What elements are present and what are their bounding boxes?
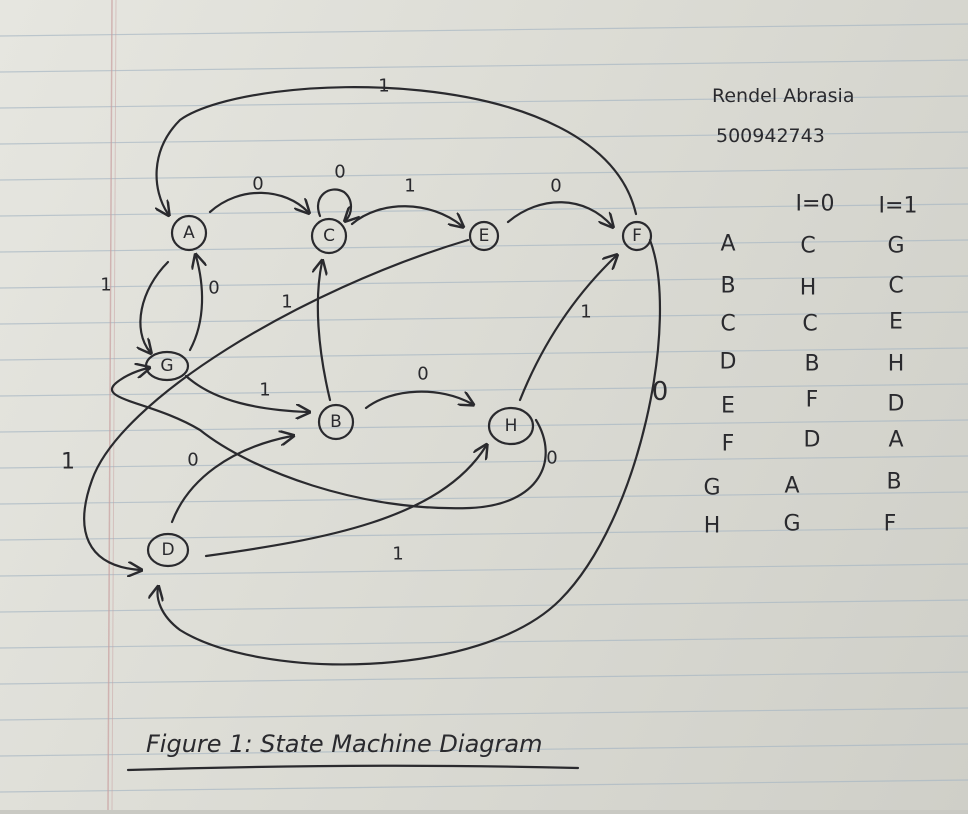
svg-text:B: B [886, 470, 901, 495]
table-row: F D A [722, 428, 904, 457]
edge-d-to-b [170, 436, 292, 524]
edge-g-to-b [184, 374, 308, 412]
svg-text:C: C [888, 274, 903, 299]
svg-text:B: B [720, 274, 735, 299]
label-f-to-d: 0 [652, 377, 669, 407]
state-b: B [317, 403, 355, 441]
label-e-to-d: 1 [61, 450, 75, 475]
svg-text:E: E [721, 394, 735, 419]
state-d: D [146, 532, 190, 568]
svg-text:H: H [888, 352, 905, 377]
label-e-to-f: 0 [550, 176, 561, 197]
svg-text:A: A [784, 474, 799, 499]
edge-d-to-h [204, 446, 486, 558]
author-name: Rendel Abrasia [712, 85, 854, 107]
edge-h-to-f [518, 256, 616, 402]
svg-text:D: D [161, 540, 174, 560]
edge-a-to-g [140, 260, 170, 352]
label-d-to-b: 0 [187, 450, 198, 471]
author-block: Rendel Abrasia 500942743 [712, 85, 854, 147]
table-row: B H C [720, 274, 903, 301]
svg-text:C: C [800, 234, 815, 259]
svg-text:C: C [720, 312, 735, 337]
state-e: E [468, 220, 500, 252]
label-a-to-c: 0 [252, 174, 263, 195]
label-d-to-h: 1 [392, 544, 403, 565]
svg-text:D: D [888, 392, 905, 417]
svg-text:A: A [183, 223, 195, 243]
label-b-to-h: 0 [417, 364, 428, 385]
label-h-to-g: 0 [546, 448, 557, 469]
table-row: D B H [720, 350, 905, 377]
figure-caption: Figure 1: State Machine Diagram [126, 730, 580, 772]
table-row: E F D [721, 388, 904, 419]
svg-text:B: B [330, 412, 342, 432]
edge-e-to-d [83, 238, 470, 570]
table-row: C C E [720, 310, 903, 337]
svg-text:C: C [323, 226, 335, 246]
svg-text:H: H [505, 416, 518, 436]
svg-text:H: H [800, 276, 817, 301]
label-f-to-a: 1 [378, 76, 389, 97]
state-g: G [144, 350, 190, 382]
caption-underline [126, 764, 580, 772]
label-g-to-a: 0 [208, 278, 219, 299]
transition-table: I=0 I=1 A C G B H C C C E D B H E F D F [703, 192, 917, 539]
label-h-to-f: 1 [580, 302, 591, 323]
label-g-to-b: 1 [259, 380, 270, 401]
edge-b-to-c [318, 262, 332, 402]
edge-f-to-a [157, 86, 638, 214]
edges [83, 86, 662, 666]
svg-text:G: G [887, 234, 904, 259]
edge-c-to-e [350, 205, 462, 226]
svg-text:B: B [804, 352, 819, 377]
edge-b-to-h [364, 390, 472, 410]
svg-text:G: G [160, 356, 173, 376]
label-c-to-e: 1 [404, 176, 415, 197]
state-c: C [310, 217, 348, 255]
svg-text:A: A [720, 232, 735, 257]
label-a-to-g: 1 [100, 275, 111, 296]
svg-text:G: G [783, 512, 800, 537]
table-header-i1: I=1 [879, 194, 918, 219]
author-id: 500942743 [716, 125, 825, 147]
label-b-to-c: 1 [281, 292, 292, 313]
svg-text:A: A [888, 428, 903, 453]
svg-text:E: E [889, 310, 903, 335]
svg-text:F: F [806, 388, 819, 413]
state-h: H [487, 406, 535, 446]
edge-e-to-f [506, 201, 612, 226]
label-c-self: 0 [334, 162, 345, 183]
table-row: G A B [703, 470, 901, 501]
svg-text:C: C [802, 312, 817, 337]
svg-text:G: G [703, 476, 720, 501]
edge-f-to-d [158, 238, 662, 666]
state-a: A [170, 214, 208, 252]
svg-text:F: F [632, 226, 642, 246]
svg-text:F: F [884, 512, 897, 537]
state-f: F [621, 220, 653, 252]
caption-text: Figure 1: State Machine Diagram [146, 730, 542, 758]
svg-text:D: D [804, 428, 821, 453]
edge-h-to-g [111, 368, 547, 510]
svg-text:E: E [479, 226, 490, 246]
edge-c-self [317, 188, 351, 220]
svg-text:H: H [704, 514, 721, 539]
svg-text:D: D [720, 350, 737, 375]
edge-g-to-a [188, 256, 202, 352]
margin-line [107, 0, 113, 811]
table-row: A C G [720, 232, 904, 259]
edge-a-to-c [208, 191, 308, 212]
edge-labels: 1 0 0 1 0 1 0 1 1 0 1 0 1 0 1 0 [61, 76, 668, 565]
svg-text:F: F [722, 432, 735, 457]
table-header-i0: I=0 [796, 192, 835, 217]
table-row: H G F [704, 512, 897, 539]
states: A C E F G B H D [144, 214, 653, 568]
